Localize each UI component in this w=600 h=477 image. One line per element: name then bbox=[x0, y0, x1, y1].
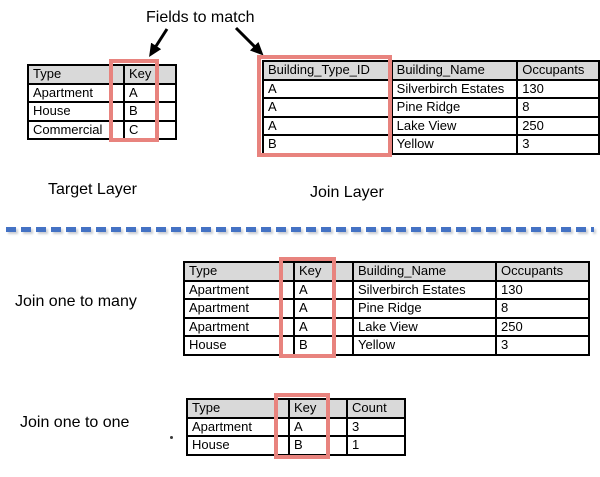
table-cell: A bbox=[123, 82, 177, 103]
table-cell: Apartment bbox=[27, 82, 125, 103]
table-cell: Pine Ridge bbox=[352, 298, 497, 319]
table-cell: A bbox=[262, 115, 393, 136]
table-cell: Apartment bbox=[183, 316, 295, 337]
table-cell: B bbox=[293, 335, 354, 356]
arrow-down-left-icon bbox=[149, 28, 169, 58]
table-cell: A bbox=[293, 298, 354, 319]
column-header: Occupants bbox=[516, 60, 600, 81]
table-cell: Apartment bbox=[183, 298, 295, 319]
table-cell: Commercial bbox=[27, 119, 125, 140]
join-one-to-one-label: Join one to one bbox=[20, 414, 130, 431]
table-cell: Silverbirch Estates bbox=[352, 279, 497, 300]
table-cell: 130 bbox=[516, 78, 600, 99]
table-cell: 3 bbox=[346, 416, 406, 437]
table-cell: Lake View bbox=[352, 316, 497, 337]
section-divider bbox=[6, 227, 594, 232]
table-cell: House bbox=[27, 101, 125, 122]
table-cell: B bbox=[262, 134, 393, 155]
table-cell: 8 bbox=[516, 97, 600, 118]
column-header: Building_Name bbox=[352, 261, 497, 282]
fields-to-match-label: Fields to match bbox=[146, 9, 255, 26]
table-cell: A bbox=[262, 78, 393, 99]
stray-dot bbox=[170, 436, 173, 439]
column-header: Building_Name bbox=[390, 60, 519, 81]
table-cell: B bbox=[288, 435, 348, 456]
join-layer-label: Join Layer bbox=[310, 184, 384, 201]
table-cell: House bbox=[186, 435, 290, 456]
table-cell: Silverbirch Estates bbox=[390, 78, 519, 99]
table-cell: 1 bbox=[346, 435, 406, 456]
table-cell: B bbox=[123, 101, 177, 122]
table-cell: Apartment bbox=[183, 279, 295, 300]
table-cell: A bbox=[293, 279, 354, 300]
column-header: Type bbox=[27, 64, 125, 85]
table-cell: C bbox=[123, 119, 177, 140]
table-cell: A bbox=[288, 416, 348, 437]
column-header: Key bbox=[288, 398, 348, 419]
table-cell: A bbox=[262, 97, 393, 118]
table-cell: 250 bbox=[516, 115, 600, 136]
table-cell: Yellow bbox=[390, 134, 519, 155]
table-cell: 250 bbox=[495, 316, 590, 337]
column-header: Type bbox=[186, 398, 290, 419]
column-header: Type bbox=[183, 261, 295, 282]
table-cell: Lake View bbox=[390, 115, 519, 136]
column-header: Key bbox=[293, 261, 354, 282]
target-layer-label: Target Layer bbox=[48, 181, 137, 198]
column-header: Occupants bbox=[495, 261, 590, 282]
table-cell: 130 bbox=[495, 279, 590, 300]
column-header: Building_Type_ID bbox=[262, 60, 393, 81]
table-cell: Pine Ridge bbox=[390, 97, 519, 118]
fields-to-match-arrows bbox=[149, 26, 264, 58]
join-one-to-many-label: Join one to many bbox=[15, 293, 137, 310]
column-header: Key bbox=[123, 64, 177, 85]
table-cell: 8 bbox=[495, 298, 590, 319]
table-cell: A bbox=[293, 316, 354, 337]
arrow-down-right-icon bbox=[234, 26, 264, 56]
table-cell: House bbox=[183, 335, 295, 356]
table-cell: 3 bbox=[495, 335, 590, 356]
column-header: Count bbox=[346, 398, 406, 419]
table-cell: 3 bbox=[516, 134, 600, 155]
table-cell: Yellow bbox=[352, 335, 497, 356]
table-cell: Apartment bbox=[186, 416, 290, 437]
